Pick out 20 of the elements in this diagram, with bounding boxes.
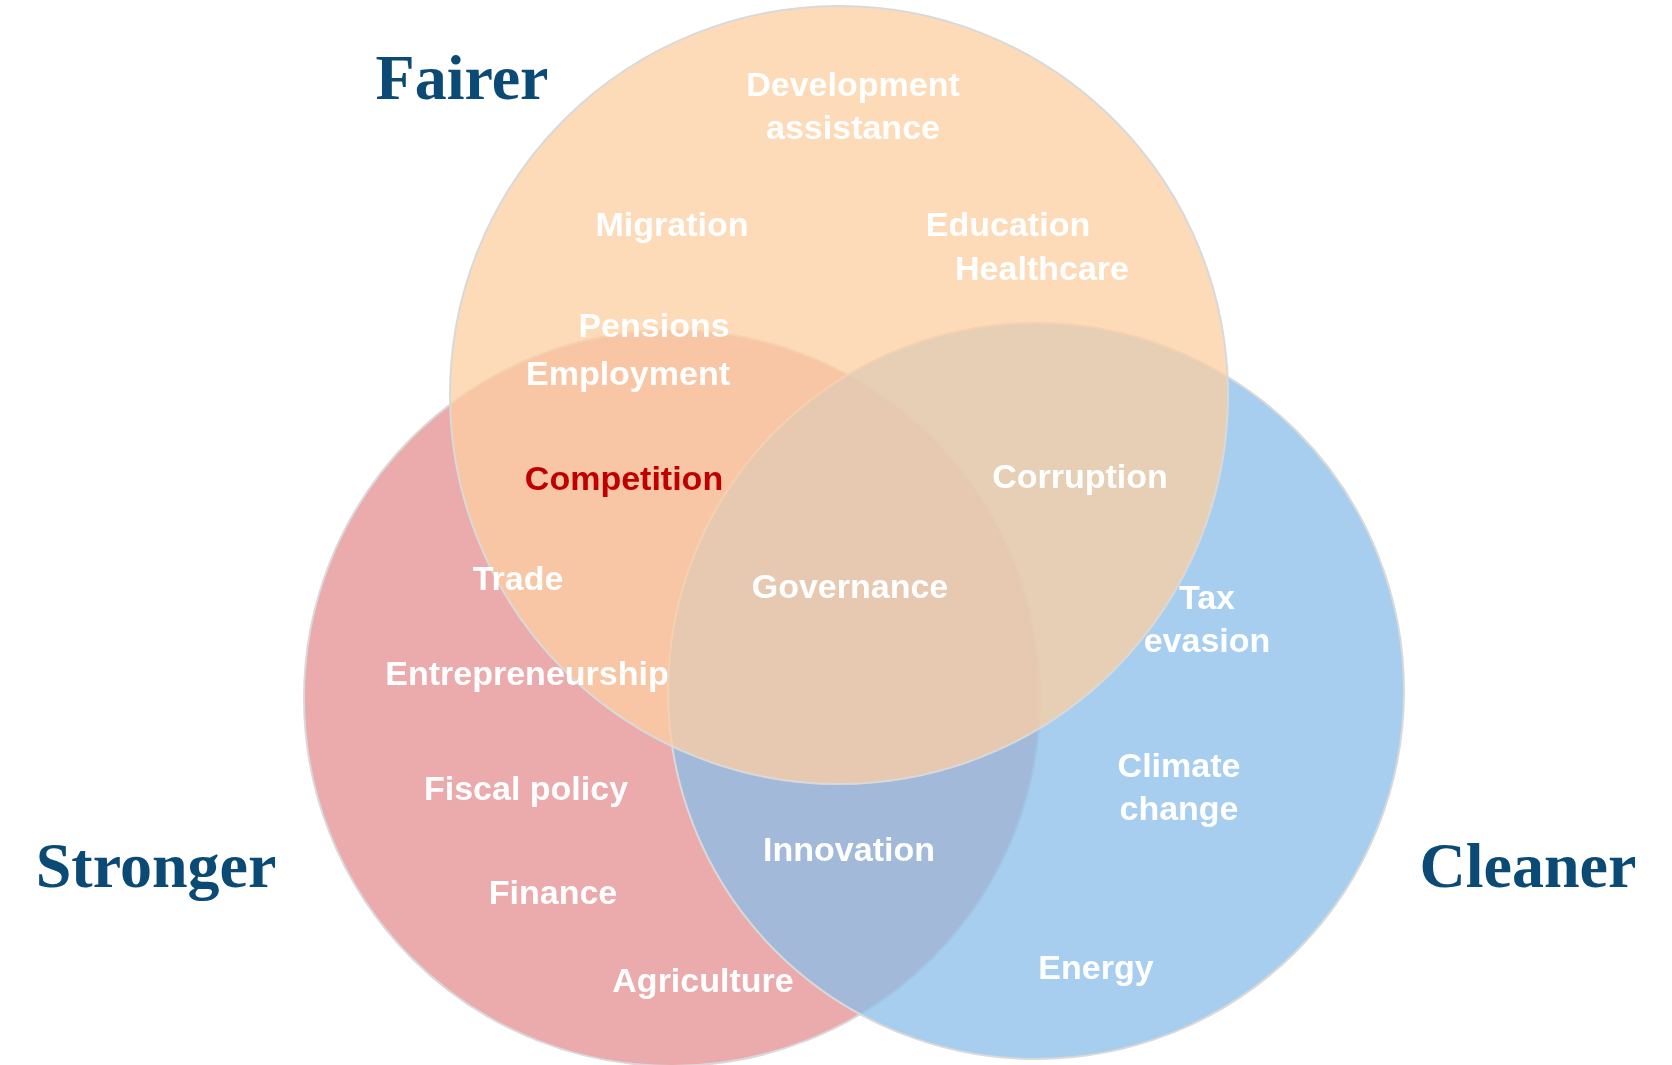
topic-label: Climate change: [1116, 744, 1242, 829]
topic-label: Governance: [751, 565, 949, 607]
topic-label: Tax evasion: [1142, 576, 1272, 660]
topic-label: Energy: [1038, 946, 1154, 988]
topic-label: Migration: [595, 203, 749, 245]
topic-label: Healthcare: [955, 247, 1129, 289]
topic-label: Finance: [488, 871, 618, 913]
set-heading: Cleaner: [1419, 834, 1637, 898]
topic-label: Entrepreneurship: [385, 652, 669, 694]
topic-label: Competition: [524, 457, 724, 499]
topic-label: Pensions: [578, 304, 730, 346]
topic-label: Corruption: [992, 455, 1168, 497]
topic-label: Development assistance: [745, 63, 961, 147]
topic-label: Innovation: [763, 828, 935, 870]
topic-label: Education: [925, 203, 1091, 245]
topic-label: Fiscal policy: [423, 767, 629, 809]
topic-label: Employment: [526, 352, 730, 394]
set-heading: Fairer: [375, 46, 549, 110]
topic-label: Agriculture: [612, 959, 794, 1001]
topic-label: Trade: [472, 557, 564, 599]
